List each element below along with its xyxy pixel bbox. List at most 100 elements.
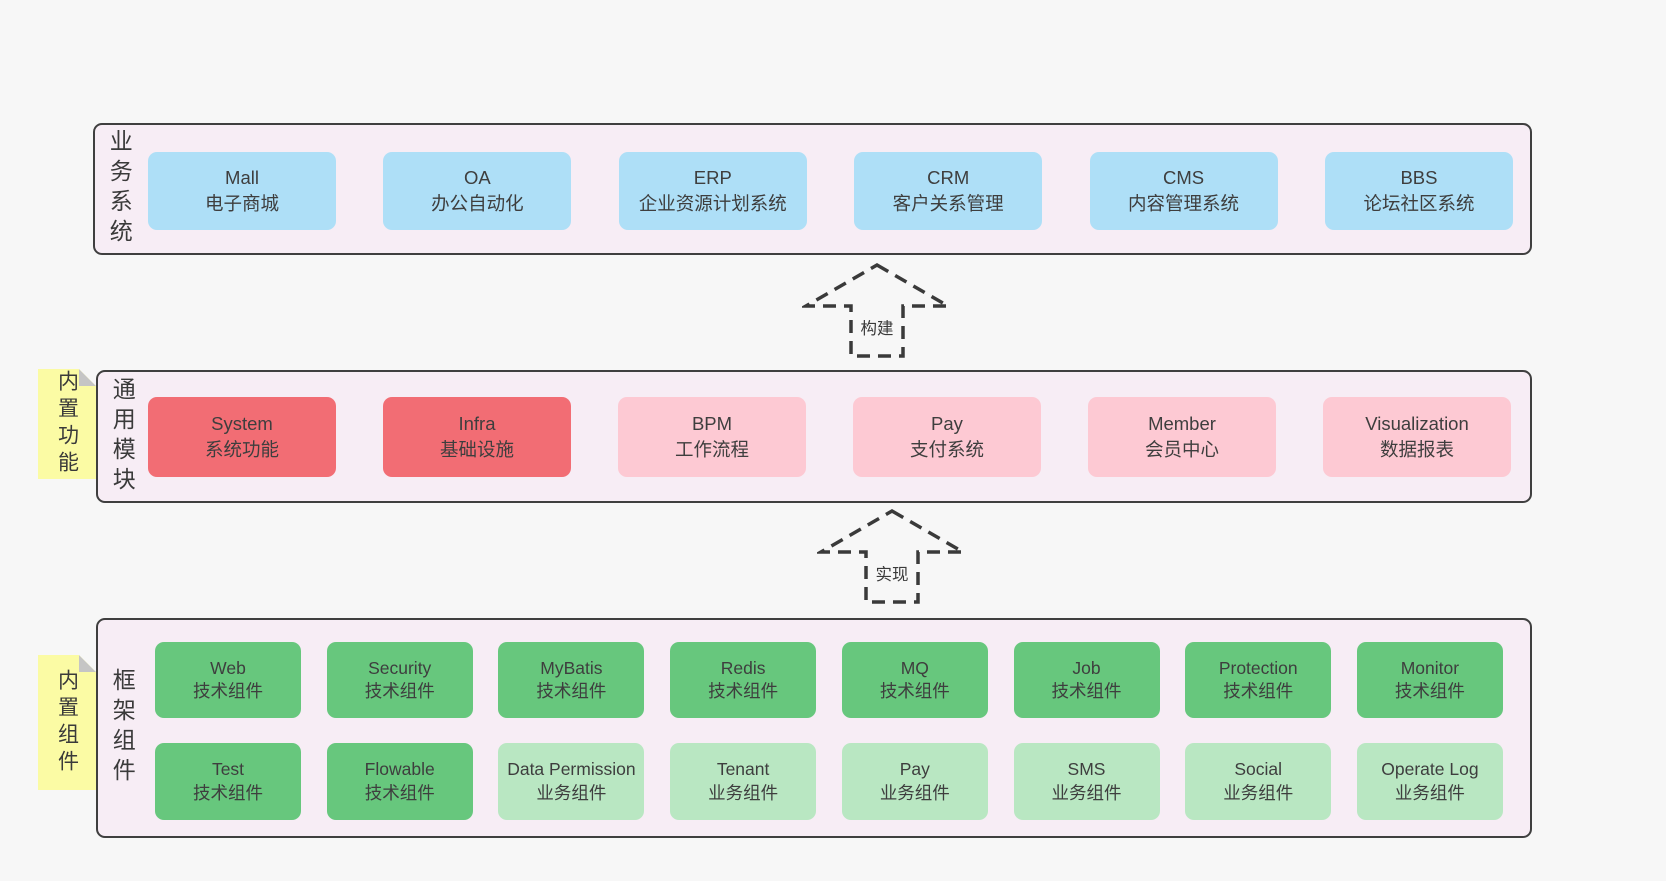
box-web: Web 技术组件 xyxy=(155,642,301,718)
box-bbs-name: BBS xyxy=(1400,167,1438,189)
band-framework-components-label: 框架组件 xyxy=(109,668,136,788)
box-redis: Redis 技术组件 xyxy=(670,642,817,718)
folded-corner-icon xyxy=(79,369,96,386)
box-mq: MQ 技术组件 xyxy=(841,642,988,718)
box-infra: Infra 基础设施 xyxy=(383,397,571,477)
box-oa: OA 办公自动化 xyxy=(383,152,572,230)
box-data-permission-name: Data Permission xyxy=(507,759,636,780)
box-visualization: Visualization 数据报表 xyxy=(1323,397,1511,477)
box-flowable-name: Flowable xyxy=(364,759,435,780)
band-framework-components: 框架组件 Web 技术组件 Security 技术组件 MyBatis 技术组件… xyxy=(96,618,1532,838)
box-bpm-desc: 工作流程 xyxy=(674,439,749,460)
box-bbs: BBS 论坛社区系统 xyxy=(1324,152,1513,230)
box-social: Social 业务组件 xyxy=(1185,743,1332,820)
box-operate-log-name: Operate Log xyxy=(1381,759,1479,780)
sticky-built-in-features: 内置功能 xyxy=(38,369,96,479)
folded-corner-icon xyxy=(79,655,96,672)
box-tenant-desc: 业务组件 xyxy=(708,782,779,803)
box-monitor-desc: 技术组件 xyxy=(1394,681,1465,701)
box-operate-log: Operate Log 业务组件 xyxy=(1356,743,1503,820)
box-tenant-name: Tenant xyxy=(716,759,770,780)
box-system-desc: 系统功能 xyxy=(204,439,279,460)
box-sms: SMS 业务组件 xyxy=(1013,743,1160,820)
box-social-desc: 业务组件 xyxy=(1223,782,1294,803)
box-protection-desc: 技术组件 xyxy=(1223,681,1294,701)
box-cms-desc: 内容管理系统 xyxy=(1128,193,1240,214)
box-security-name: Security xyxy=(368,657,432,678)
box-crm: CRM 客户关系管理 xyxy=(854,152,1043,230)
box-pay-module-desc: 支付系统 xyxy=(909,439,984,460)
box-data-permission: Data Permission 业务组件 xyxy=(498,743,645,820)
box-pay-component-desc: 业务组件 xyxy=(879,782,950,803)
up-arrow-icon xyxy=(817,508,967,604)
box-flowable: Flowable 技术组件 xyxy=(326,743,473,820)
band-business-systems-label: 业务系统 xyxy=(106,129,133,249)
box-oa-desc: 办公自动化 xyxy=(431,193,524,214)
box-cms: CMS 内容管理系统 xyxy=(1089,152,1278,230)
box-member-name: Member xyxy=(1148,413,1216,435)
arrow-implement-label: 实现 xyxy=(873,560,911,586)
box-system: System 系统功能 xyxy=(148,397,336,477)
box-pay-component-name: Pay xyxy=(899,759,930,780)
box-infra-name: Infra xyxy=(458,413,496,435)
box-mq-desc: 技术组件 xyxy=(879,681,950,701)
box-operate-log-desc: 业务组件 xyxy=(1394,782,1465,803)
box-member-desc: 会员中心 xyxy=(1144,439,1219,460)
box-job-name: Job xyxy=(1072,657,1101,678)
box-job-desc: 技术组件 xyxy=(1051,681,1122,701)
box-redis-name: Redis xyxy=(720,657,766,678)
box-mybatis: MyBatis 技术组件 xyxy=(498,642,645,718)
box-tenant: Tenant 业务组件 xyxy=(670,743,817,820)
box-mall-name: Mall xyxy=(225,167,259,189)
box-erp: ERP 企业资源计划系统 xyxy=(618,152,807,230)
box-sms-name: SMS xyxy=(1067,759,1106,780)
box-crm-desc: 客户关系管理 xyxy=(892,193,1004,214)
box-mybatis-name: MyBatis xyxy=(540,657,603,678)
box-mq-name: MQ xyxy=(900,657,929,678)
box-bpm: BPM 工作流程 xyxy=(618,397,806,477)
box-sms-desc: 业务组件 xyxy=(1051,782,1122,803)
box-visualization-desc: 数据报表 xyxy=(1379,439,1454,460)
arrow-build-label: 构建 xyxy=(858,314,896,340)
sticky-built-in-components-label: 内置组件 xyxy=(55,668,79,777)
box-job: Job 技术组件 xyxy=(1013,642,1160,718)
box-erp-desc: 企业资源计划系统 xyxy=(638,193,787,214)
box-security: Security 技术组件 xyxy=(326,642,473,718)
box-flowable-desc: 技术组件 xyxy=(364,782,435,803)
box-mybatis-desc: 技术组件 xyxy=(536,681,607,701)
box-security-desc: 技术组件 xyxy=(364,681,435,701)
box-oa-name: OA xyxy=(464,167,491,189)
band-common-modules: 通用模块 System 系统功能 Infra 基础设施 BPM 工作流程 Pay… xyxy=(96,370,1532,503)
arrow-build: 构建 xyxy=(802,262,952,359)
box-mall: Mall 电子商城 xyxy=(148,152,336,230)
box-test-name: Test xyxy=(211,759,245,780)
box-test-desc: 技术组件 xyxy=(193,782,263,803)
box-web-desc: 技术组件 xyxy=(193,681,263,701)
box-social-name: Social xyxy=(1234,759,1283,780)
box-member: Member 会员中心 xyxy=(1088,397,1276,477)
sticky-built-in-components: 内置组件 xyxy=(38,655,96,790)
band-common-modules-label: 通用模块 xyxy=(109,376,136,497)
band-business-systems: 业务系统 Mall 电子商城 OA 办公自动化 ERP 企业资源计划系统 CRM… xyxy=(93,123,1532,255)
box-system-name: System xyxy=(211,413,273,435)
box-pay-module-name: Pay xyxy=(931,413,963,435)
box-bpm-name: BPM xyxy=(691,413,733,435)
box-web-name: Web xyxy=(210,657,246,678)
box-test: Test 技术组件 xyxy=(155,743,301,820)
box-protection: Protection 技术组件 xyxy=(1185,642,1332,718)
box-infra-desc: 基础设施 xyxy=(439,439,514,460)
box-mall-desc: 电子商城 xyxy=(204,193,279,214)
box-protection-name: Protection xyxy=(1218,657,1298,678)
box-data-permission-desc: 业务组件 xyxy=(536,782,607,803)
box-visualization-name: Visualization xyxy=(1365,413,1469,435)
arrow-implement: 实现 xyxy=(817,508,967,605)
box-redis-desc: 技术组件 xyxy=(708,681,779,701)
box-monitor: Monitor 技术组件 xyxy=(1356,642,1503,718)
box-crm-name: CRM xyxy=(927,167,970,189)
box-pay-module: Pay 支付系统 xyxy=(853,397,1041,477)
box-monitor-name: Monitor xyxy=(1400,657,1460,678)
box-bbs-desc: 论坛社区系统 xyxy=(1363,193,1475,214)
up-arrow-icon xyxy=(802,262,952,358)
box-pay-component: Pay 业务组件 xyxy=(841,743,988,820)
sticky-built-in-features-label: 内置功能 xyxy=(55,370,79,478)
